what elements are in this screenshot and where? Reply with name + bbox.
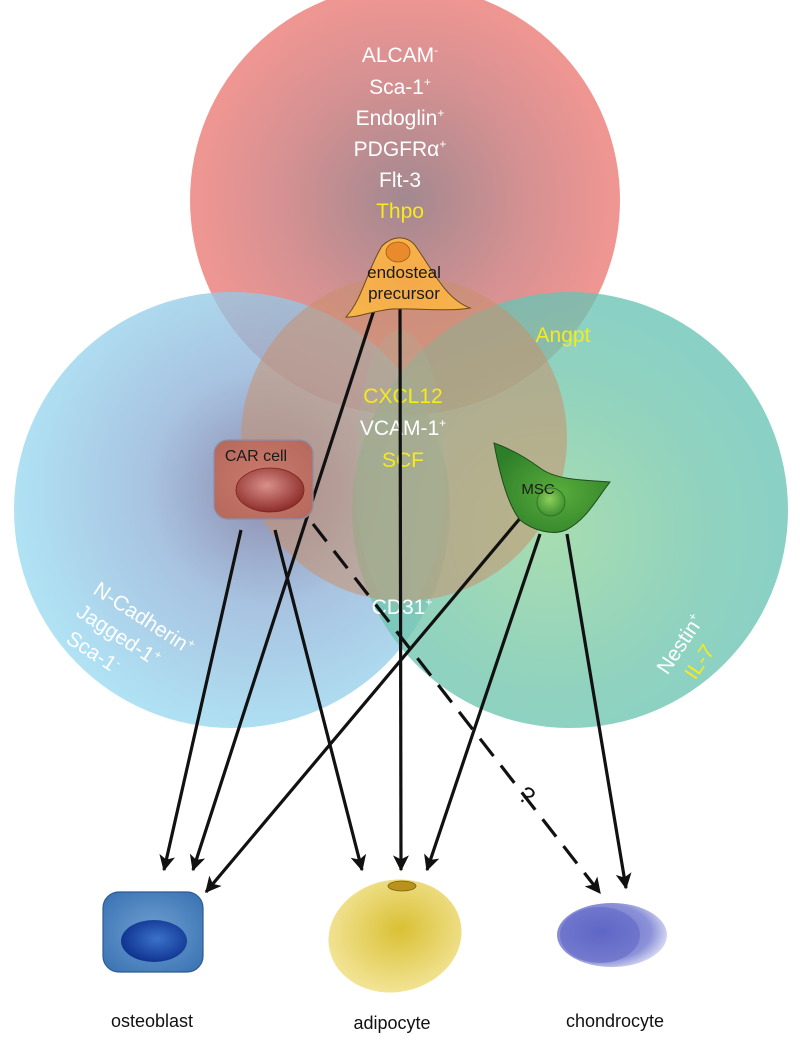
endosteal-cell-body [344,237,472,318]
marker-sca1: Sca-1+ [369,75,431,99]
marker-alcam: ALCAM- [362,43,438,67]
osteoblast-cell [102,891,204,973]
adipocyte-cell [328,879,462,993]
endosteal-nucleus [385,241,411,263]
arrow-car-chondrocyte [311,523,602,895]
arrows [159,301,632,895]
osteoblast-label: osteoblast [111,1011,193,1031]
center-overlap [241,275,567,601]
chondrocyte-cell [557,903,667,967]
marker-thpo: Thpo [376,200,424,223]
marker-endoglin: Endoglin+ [356,106,445,130]
arrow-msc-adipocyte [424,533,542,872]
adipocyte-label: adipocyte [353,1013,430,1033]
endosteal-label-1: endosteal [367,263,441,282]
marker-cd31: CD31+ [372,595,433,619]
marker-vcam1: VCAM-1+ [360,416,446,440]
msc-cell: MSC [493,442,611,533]
arrow-msc-osteoblast [204,514,524,894]
osteoblast-nucleus [121,920,187,962]
endosteal-label-2: precursor [368,284,440,303]
adipocyte-nucleus [387,880,417,892]
marker-cxcl12: CXCL12 [363,385,442,408]
car-cell-label: CAR cell [225,448,287,465]
chondrocyte-nucleus [560,907,640,963]
marker-angpt: Angpt [536,324,591,347]
marker-flt3: Flt-3 [379,169,421,192]
car-cell-nucleus [235,467,305,513]
chondrocyte-label: chondrocyte [566,1011,664,1031]
arrow-car-adipocyte [273,529,367,872]
question-mark: ? [513,781,540,811]
arrow-endosteal-osteoblast [189,309,376,872]
car-cell: CAR cell [213,439,314,520]
msc-label: MSC [521,481,555,498]
marker-scf: SCF [382,449,424,472]
endosteal-precursor-cell: endosteal precursor [344,237,472,318]
arrow-endosteal-adipocyte [392,301,409,872]
msc-nucleus [536,487,566,517]
red-markers: ALCAM- Sca-1+ Endoglin+ PDGFRα+ Flt-3 Th… [354,43,447,223]
arrow-car-osteoblast [159,529,243,872]
marker-pdgfra: PDGFRα+ [354,137,447,161]
adipocyte-body [328,879,462,993]
arrow-msc-chondrocyte [565,533,632,890]
